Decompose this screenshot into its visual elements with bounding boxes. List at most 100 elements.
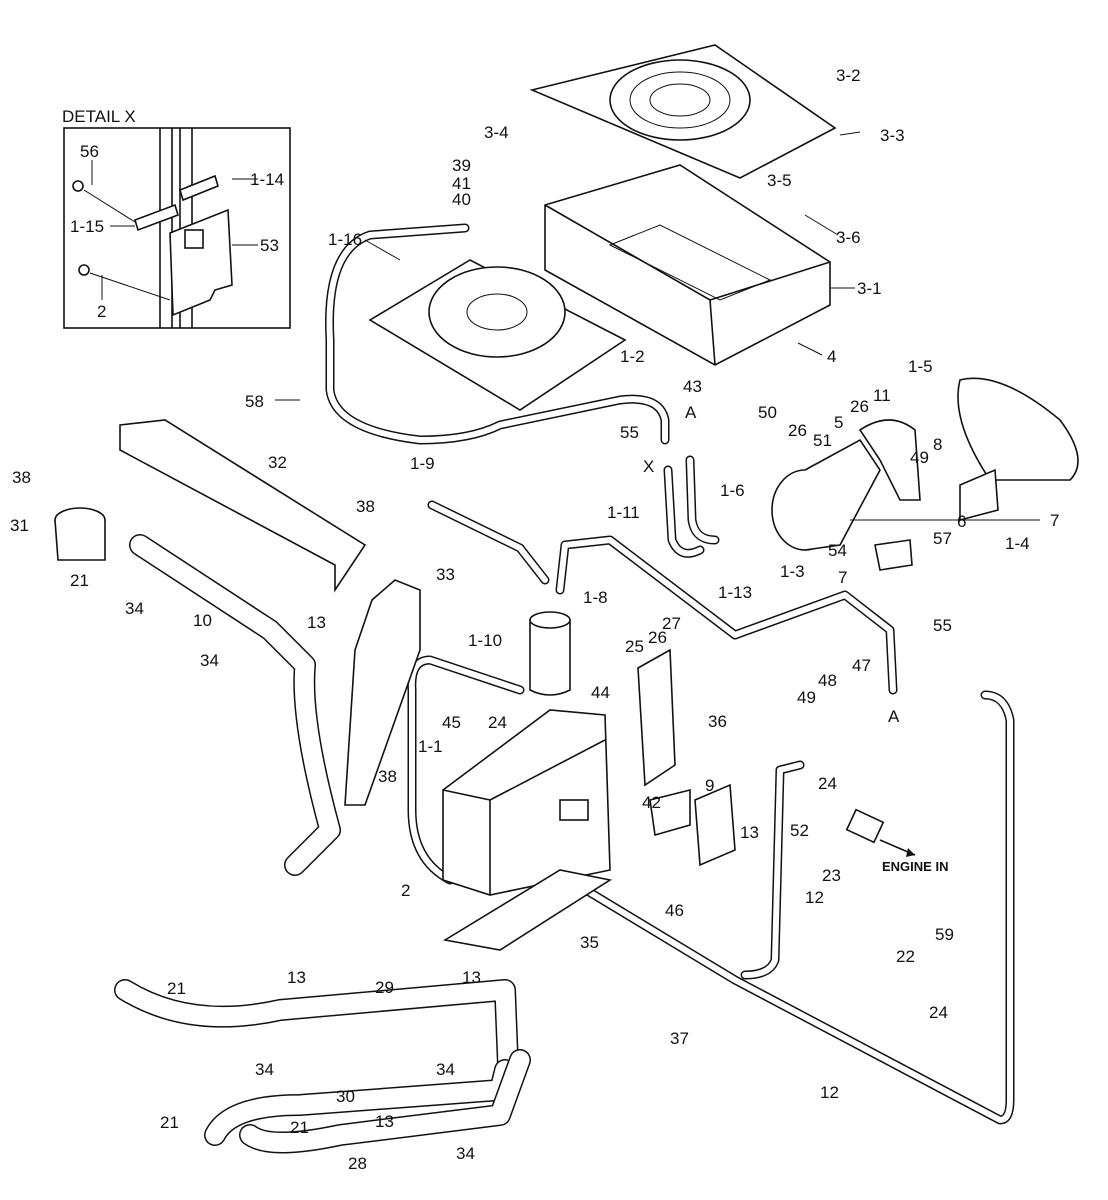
part-label-46: 46: [665, 901, 684, 920]
part-label: 53: [260, 236, 279, 255]
heater-unit: [442, 709, 611, 896]
part-label: 2: [97, 302, 107, 321]
part-label-55: 55: [933, 616, 952, 635]
receiver-drier: [529, 611, 571, 696]
part-label-26: 26: [850, 397, 869, 416]
part-label-55: 55: [620, 423, 639, 442]
part-label-1-1: 1-1: [418, 737, 443, 756]
part-label-52: 52: [790, 821, 809, 840]
part-label-43: 43: [683, 377, 702, 396]
part-label-1-3: 1-3: [780, 562, 805, 581]
part-label-38: 38: [378, 767, 397, 786]
engine-in-annotation: ENGINE IN: [882, 859, 949, 874]
part-label-42: 42: [642, 793, 661, 812]
part-label-49: 49: [797, 688, 816, 707]
part-label-34: 34: [200, 651, 219, 670]
part-label-1-13: 1-13: [718, 583, 753, 602]
part-label-34: 34: [456, 1144, 475, 1163]
part-label-32: 32: [268, 453, 287, 472]
part-label-27: 27: [662, 614, 681, 633]
part-label-13: 13: [740, 823, 759, 842]
part-label-2: 2: [401, 881, 411, 900]
part-label-26: 26: [788, 421, 807, 440]
part-label-41: 41: [452, 174, 471, 193]
part-label-35: 35: [580, 933, 599, 952]
part-label-1-9: 1-9: [410, 454, 435, 473]
part-label-12: 12: [805, 888, 824, 907]
part-label-24: 24: [818, 774, 837, 793]
part-label-36: 36: [708, 712, 727, 731]
part-label: 1-15: [70, 217, 105, 236]
part-label-13: 13: [307, 613, 326, 632]
tee-fitting: [54, 507, 106, 561]
part-label-21: 21: [160, 1113, 179, 1132]
part-label-1-4: 1-4: [1005, 534, 1030, 553]
part-label-4: 4: [827, 347, 837, 366]
part-label-3-2: 3-2: [836, 66, 861, 85]
part-label-45: 45: [442, 713, 461, 732]
housing-box: [544, 164, 831, 366]
compressor: [771, 419, 999, 571]
part-label-57: 57: [933, 529, 952, 548]
part-label-31: 31: [10, 516, 29, 535]
part-label: 56: [80, 142, 99, 161]
part-label-38: 38: [12, 468, 31, 487]
part-label-3-5: 3-5: [767, 171, 792, 190]
part-label-24: 24: [929, 1003, 948, 1022]
part-label-3-1: 3-1: [857, 279, 882, 298]
part-label-3-3: 3-3: [880, 126, 905, 145]
part-label-59: 59: [935, 925, 954, 944]
part-label-11: 11: [873, 386, 891, 405]
part-label-1-16: 1-16: [328, 230, 363, 249]
part-label-A: A: [685, 403, 697, 422]
part-label-51: 51: [813, 431, 832, 450]
detail-title: DETAIL X: [62, 107, 136, 126]
part-label-40: 40: [452, 190, 471, 209]
part-label-13: 13: [287, 968, 306, 987]
part-label-38: 38: [356, 497, 375, 516]
part-label-44: 44: [591, 683, 610, 702]
cover-plate: [529, 44, 837, 179]
part-label-34: 34: [436, 1060, 455, 1079]
duct-cover: [119, 419, 367, 593]
part-label-1-10: 1-10: [468, 631, 503, 650]
part-label-3-6: 3-6: [836, 228, 861, 247]
part-label-9: 9: [705, 776, 715, 795]
part-label-48: 48: [818, 671, 837, 690]
part-label-21: 21: [290, 1118, 309, 1137]
part-label-6: 6: [957, 512, 967, 531]
part-label-1-8: 1-8: [583, 588, 608, 607]
part-label-8: 8: [933, 435, 943, 454]
belt: [957, 377, 1079, 481]
part-label-1-6: 1-6: [720, 481, 745, 500]
part-label-34: 34: [125, 599, 144, 618]
part-label-1-2: 1-2: [620, 347, 645, 366]
part-label-5: 5: [834, 413, 844, 432]
part-label-12: 12: [820, 1083, 839, 1102]
gasket: [637, 648, 676, 787]
part-label-21: 21: [167, 979, 186, 998]
part-label-22: 22: [896, 947, 915, 966]
part-label-24: 24: [488, 713, 507, 732]
part-label-23: 23: [822, 866, 841, 885]
part-label-7: 7: [1050, 511, 1060, 530]
part-label-28: 28: [348, 1154, 367, 1173]
part-label-1-11: 1-11: [607, 503, 640, 522]
detail-x-inset: [63, 127, 291, 329]
part-label-37: 37: [670, 1029, 689, 1048]
part-label-A: A: [888, 707, 900, 726]
condenser-fan: [368, 259, 627, 411]
part-label-58: 58: [245, 392, 264, 411]
part-label-30: 30: [336, 1087, 355, 1106]
part-label-39: 39: [452, 156, 471, 175]
part-label: 1-14: [250, 170, 285, 189]
part-label-25: 25: [625, 637, 644, 656]
part-label-21: 21: [70, 571, 89, 590]
part-label-X: X: [643, 457, 655, 476]
part-label-49: 49: [910, 448, 929, 467]
part-label-54: 54: [828, 541, 847, 560]
part-label-34: 34: [255, 1060, 274, 1079]
mounting-plate: [442, 869, 613, 951]
